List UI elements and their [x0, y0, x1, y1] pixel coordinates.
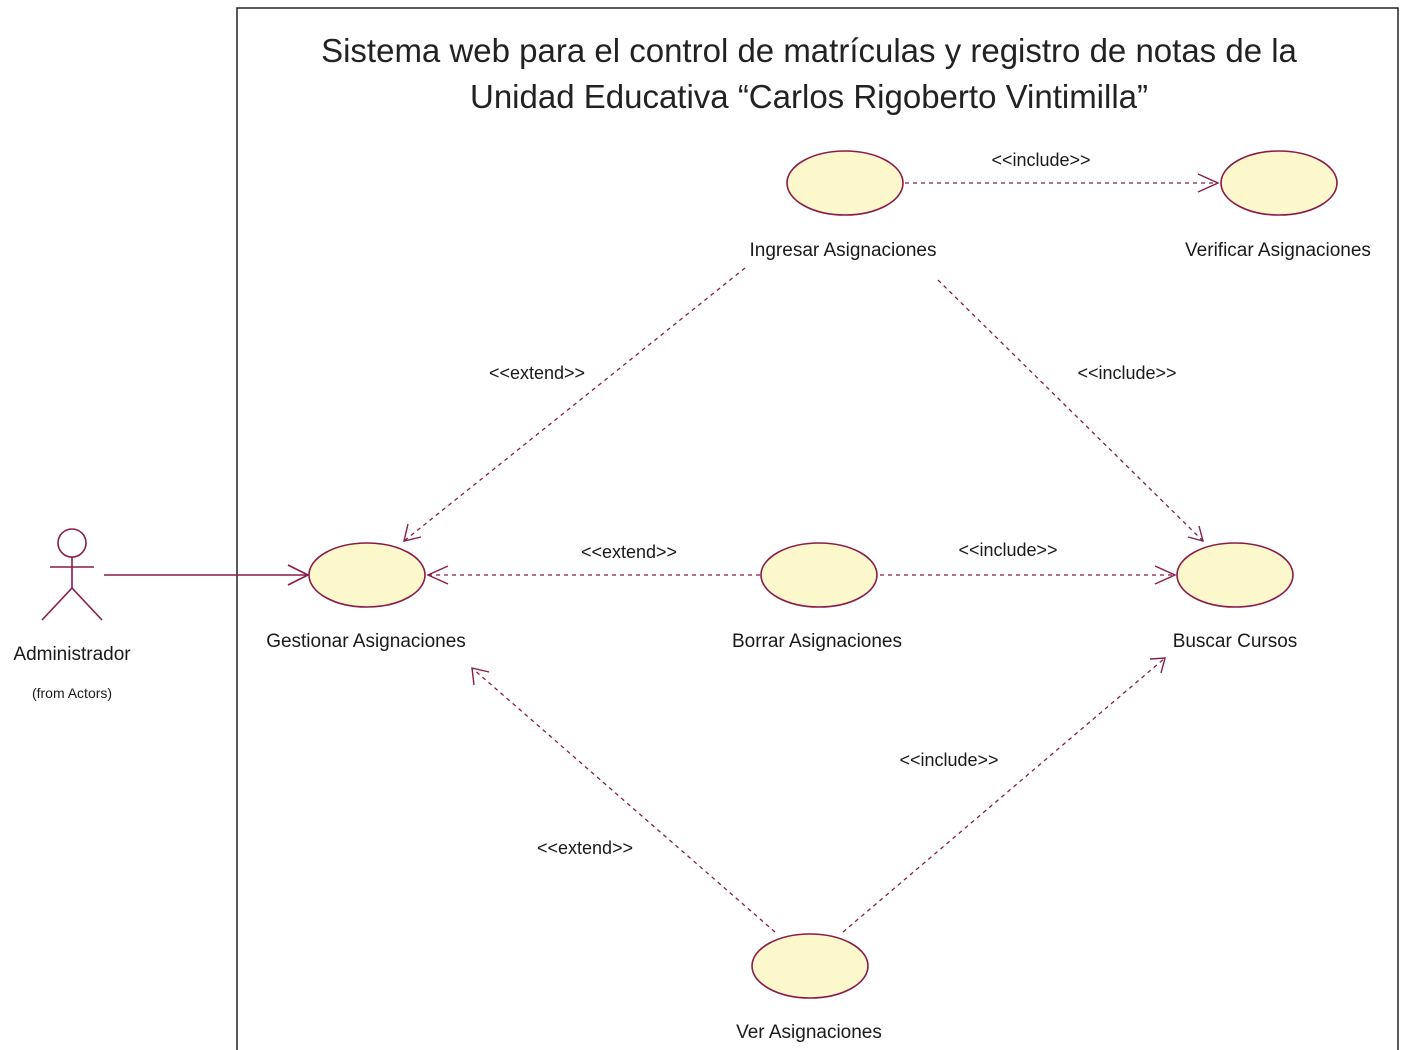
actor-note: (from Actors) — [32, 685, 112, 701]
dep-ver-buscar — [842, 657, 1166, 933]
stereotype-borrar-buscar: <<include>> — [958, 540, 1057, 560]
actor-administrador[interactable] — [41, 528, 103, 621]
stereotype-ingresar-gestionar: <<extend>> — [489, 363, 585, 383]
dep-ingresar-buscar — [937, 279, 1204, 542]
arrowhead-buscar-top — [1187, 525, 1204, 542]
usecase-borrar-asignaciones[interactable] — [760, 542, 878, 608]
association-arrowhead — [287, 564, 310, 586]
actor-leg-left — [41, 587, 73, 621]
system-title-line1: Sistema web para el control de matrícula… — [321, 32, 1297, 69]
label-buscar-cursos: Buscar Cursos — [1173, 631, 1298, 652]
label-borrar-asignaciones: Borrar Asignaciones — [732, 631, 902, 652]
arrowhead-verificar — [1197, 173, 1220, 193]
stereotype-ver-gestionar: <<extend>> — [537, 838, 633, 858]
label-ingresar-asignaciones: Ingresar Asignaciones — [750, 240, 937, 261]
label-verificar-asignaciones: Verificar Asignaciones — [1185, 240, 1371, 261]
arrowhead-buscar-bottom — [1149, 657, 1166, 674]
actor-head — [57, 528, 87, 558]
dep-ver-gestionar — [471, 667, 776, 933]
arrowhead-gestionar-mid — [426, 565, 449, 585]
stereotype-borrar-gestionar: <<extend>> — [581, 542, 677, 562]
usecase-verificar-asignaciones[interactable] — [1220, 150, 1338, 216]
system-title-line2: Unidad Educativa “Carlos Rigoberto Vinti… — [470, 78, 1148, 115]
usecase-gestionar-asignaciones[interactable] — [308, 542, 426, 608]
stereotype-ver-buscar: <<include>> — [899, 750, 998, 770]
label-gestionar-asignaciones: Gestionar Asignaciones — [266, 631, 466, 652]
usecase-ver-asignaciones[interactable] — [751, 933, 869, 999]
arrowhead-gestionar-top — [403, 523, 422, 542]
actor-name: Administrador — [13, 644, 131, 665]
actor-leg-right — [71, 587, 103, 621]
stereotype-ingresar-verificar: <<include>> — [991, 150, 1090, 170]
stereotype-ingresar-buscar: <<include>> — [1077, 363, 1176, 383]
arrowhead-buscar-mid — [1154, 565, 1177, 585]
usecase-buscar-cursos[interactable] — [1176, 542, 1294, 608]
dep-ingresar-gestionar — [403, 267, 746, 542]
arrowhead-gestionar-bottom — [471, 667, 490, 686]
label-ver-asignaciones: Ver Asignaciones — [736, 1022, 882, 1043]
usecase-ingresar-asignaciones[interactable] — [786, 150, 904, 216]
